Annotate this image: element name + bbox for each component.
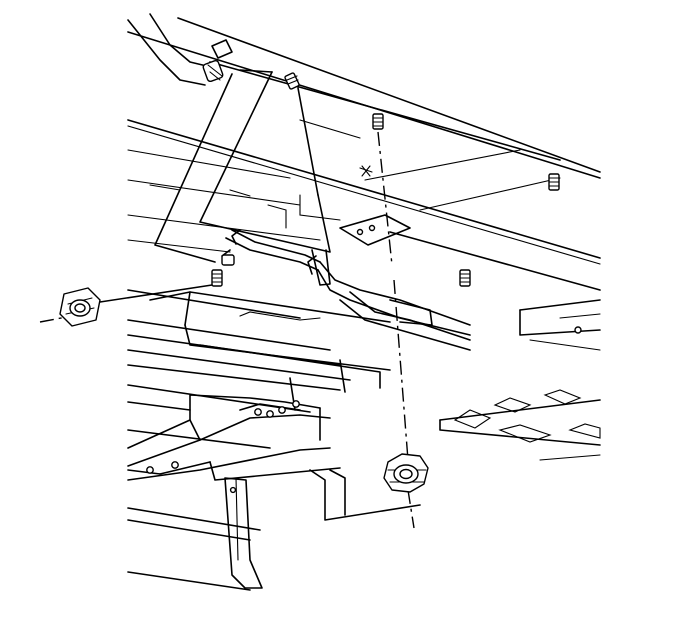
right-panel [389, 231, 601, 461]
stud-icon [284, 72, 300, 90]
hose-icon [202, 59, 224, 83]
stud-icon [372, 113, 384, 130]
floor-pan [127, 17, 601, 265]
stud-group [211, 72, 560, 287]
mount-plate [339, 214, 411, 246]
stud-icon [459, 269, 471, 287]
stud-icon [548, 173, 560, 191]
stud-icon [211, 269, 223, 287]
center-lines [39, 131, 415, 529]
hanger-bracket [224, 477, 263, 589]
crossmember [127, 394, 421, 521]
frame-rails [127, 289, 391, 591]
callout-lines [154, 69, 331, 263]
nut-icon [59, 287, 101, 327]
hose-assembly [127, 13, 471, 351]
nut-icon [383, 453, 429, 493]
